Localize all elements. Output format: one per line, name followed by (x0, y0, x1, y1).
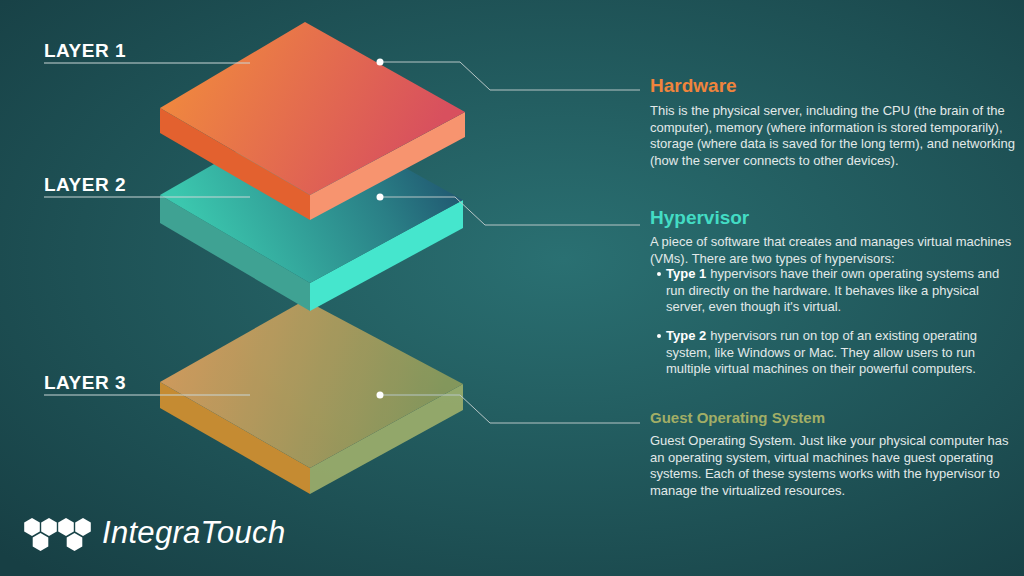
text-label: Hardware (650, 75, 737, 96)
bullet (657, 334, 661, 338)
layer-label: LAYER 1 (44, 40, 234, 62)
footer-rule (300, 534, 1024, 536)
section-body: This is the physical server, including t… (650, 103, 1016, 169)
logo-hexagon (33, 533, 49, 551)
layer-plate (160, 300, 463, 494)
label-line (44, 197, 250, 198)
bullet (657, 272, 661, 276)
section-heading: Hardware (650, 75, 1016, 97)
section-body: Guest Operating System. Just like your p… (650, 433, 1016, 499)
text-label: This is the physical server, including t… (650, 103, 1015, 168)
layer-plate (160, 22, 465, 220)
leader-dot (377, 59, 384, 66)
leader-line (380, 197, 640, 225)
leader-dot (377, 392, 384, 399)
text-label: hypervisors run on top of an existing op… (666, 328, 977, 376)
logo-hexagon (67, 533, 83, 551)
logo-hexagon (41, 518, 57, 536)
bullet-item: Type 1hypervisors have their own operati… (666, 266, 1014, 316)
text-label: LAYER 1 (44, 40, 126, 61)
text-label: hypervisors have their own operating sys… (666, 266, 999, 314)
text-label: LAYER 3 (44, 372, 126, 393)
layer-label: LAYER 3 (44, 372, 234, 394)
plate-top (160, 300, 463, 468)
layer-label: LAYER 2 (44, 174, 234, 196)
text-label: IntegraTouch (102, 515, 285, 550)
section-heading: Hypervisor (650, 207, 1016, 229)
leader-dot (377, 194, 384, 201)
logo-mark (24, 518, 91, 551)
logo-hexagon (58, 518, 74, 536)
section-heading: Guest Operating System (650, 409, 1016, 426)
text-label: Hypervisor (650, 207, 749, 228)
label-line (44, 63, 250, 64)
text-label: A piece of software that creates and man… (650, 234, 1011, 266)
logo-hexagon (24, 518, 40, 536)
section-body: A piece of software that creates and man… (650, 234, 1016, 267)
leader-line (380, 395, 640, 423)
leader-line (380, 62, 640, 90)
text-label: Guest Operating System (650, 409, 825, 426)
plate-top (160, 22, 465, 195)
bullet-term: Type 2 (666, 328, 706, 343)
bullet-term: Type 1 (666, 266, 706, 281)
text-label: LAYER 2 (44, 174, 126, 195)
label-line (44, 395, 250, 396)
text-label: Guest Operating System. Just like your p… (650, 433, 1008, 498)
logo-wordmark: IntegraTouch (102, 515, 322, 551)
bullet-item: Type 2hypervisors run on top of an exist… (666, 328, 1014, 378)
logo-hexagon (75, 518, 91, 536)
